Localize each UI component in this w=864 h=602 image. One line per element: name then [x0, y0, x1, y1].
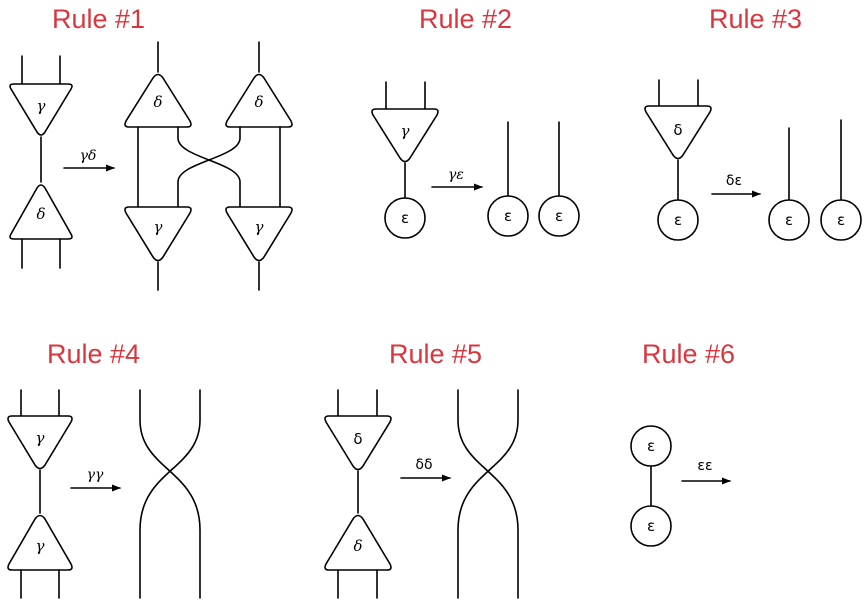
- gamma-symbol: γ: [36, 429, 45, 447]
- epsilon-symbol: ε: [647, 517, 655, 535]
- delta-symbol: δ: [673, 121, 682, 139]
- gamma-symbol: γ: [401, 122, 410, 140]
- epsilon-symbol: ε: [555, 207, 563, 225]
- epsilon-symbol: ε: [401, 209, 409, 227]
- gamma-agent: [7, 514, 73, 571]
- gamma-agent: [225, 206, 293, 262]
- crossing-wire: [139, 389, 201, 599]
- epsilon-symbol: ε: [674, 211, 682, 229]
- delta-agent: [324, 514, 392, 571]
- delta-agent: [124, 73, 192, 128]
- epsilon-symbol: ε: [504, 207, 512, 225]
- epsilon-agent: [820, 199, 862, 241]
- rule-3-arrow-label: δε: [726, 173, 742, 189]
- rule-1-right-net: δ δ γ γ: [124, 41, 293, 291]
- delta-symbol: δ: [353, 537, 362, 555]
- gamma-agent: [371, 108, 439, 163]
- epsilon-agent: [487, 195, 529, 237]
- rule-5-arrow-label: δδ: [415, 457, 432, 473]
- rule-5-diagram: δ δ δδ: [324, 389, 519, 599]
- crossing-wire: [457, 389, 519, 599]
- delta-agent: [225, 73, 293, 128]
- rule-1-arrow-label: γδ: [80, 148, 97, 164]
- delta-symbol: δ: [36, 205, 45, 223]
- rule-1-diagram: γ δ γδ δ δ γ γ: [9, 41, 293, 291]
- delta-agent: [644, 105, 712, 160]
- rule-2-arrow-label: γε: [448, 167, 464, 183]
- gamma-agent: [7, 415, 73, 470]
- epsilon-agent: [768, 199, 810, 241]
- rule-3-title: Rule #3: [709, 4, 803, 34]
- rule-5-title: Rule #5: [389, 339, 483, 369]
- epsilon-agent: [657, 199, 699, 241]
- delta-symbol: δ: [153, 93, 162, 111]
- epsilon-agent: [630, 505, 672, 547]
- rule-6-arrow-label: εε: [697, 458, 712, 474]
- gamma-symbol: γ: [36, 537, 45, 555]
- gamma-symbol: γ: [37, 97, 46, 115]
- epsilon-symbol: ε: [837, 211, 845, 229]
- epsilon-symbol: ε: [647, 437, 655, 455]
- delta-agent: [324, 415, 392, 471]
- delta-symbol: δ: [254, 93, 263, 111]
- rule-4-arrow-label: γγ: [87, 467, 104, 483]
- rule-1-left-pair: γ δ: [9, 55, 73, 269]
- rule-1-title: Rule #1: [52, 4, 146, 34]
- epsilon-symbol: ε: [785, 211, 793, 229]
- delta-symbol: δ: [353, 430, 362, 448]
- rule-6-title: Rule #6: [642, 339, 736, 369]
- rule-2-title: Rule #2: [419, 4, 513, 34]
- gamma-symbol: γ: [154, 218, 163, 236]
- epsilon-agent: [384, 197, 426, 239]
- rule-4-diagram: γ γ γγ: [7, 389, 201, 599]
- epsilon-agent: [538, 195, 580, 237]
- rule-3-diagram: δ ε δε ε ε: [644, 79, 862, 241]
- gamma-agent: [9, 83, 73, 136]
- rule-6-diagram: ε ε εε: [630, 425, 731, 547]
- rule-4-title: Rule #4: [47, 339, 141, 369]
- rule-2-diagram: γ ε γε ε ε: [371, 81, 580, 239]
- gamma-agent: [124, 206, 192, 262]
- gamma-symbol: γ: [255, 218, 264, 236]
- delta-agent: [9, 184, 73, 240]
